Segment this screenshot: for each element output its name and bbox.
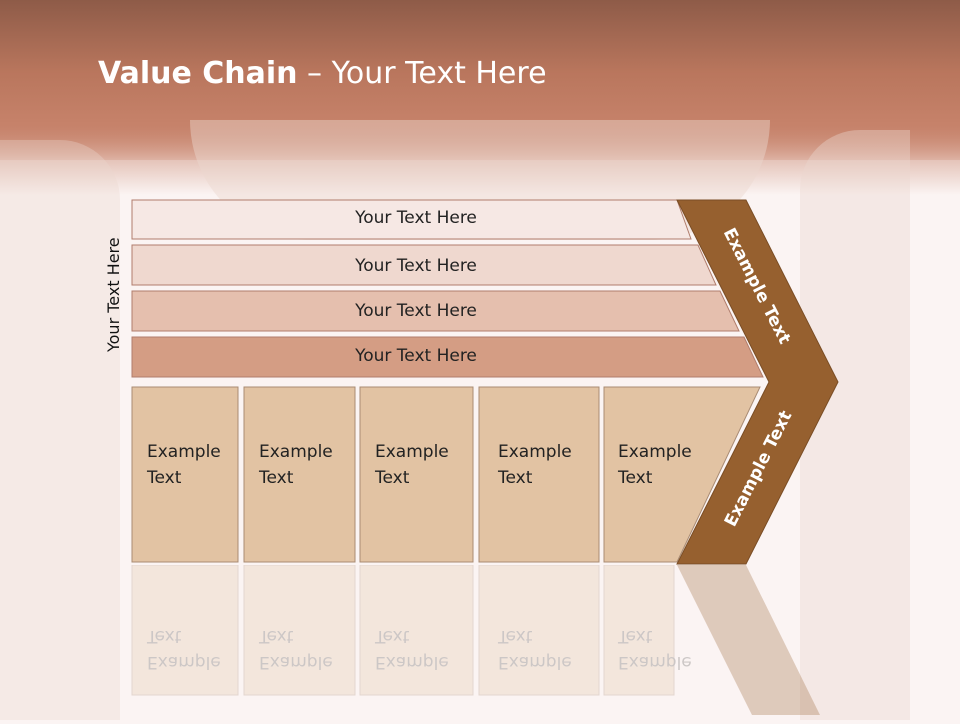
cell-4-text: Example Text [498, 439, 572, 491]
title-bold: Value Chain [98, 56, 298, 91]
cell-2-text: Example Text [259, 439, 333, 491]
bar-label-2: Your Text Here [355, 256, 477, 276]
cell-3-shape [359, 386, 474, 563]
bar-1-shape [131, 199, 692, 240]
bar-3-shape [131, 290, 740, 332]
cell-2-shape [243, 386, 356, 563]
cell-3-text: Example Text [375, 439, 449, 491]
title-rest: – Your Text Here [297, 56, 547, 91]
cell-1-line1: Example [147, 442, 221, 462]
cell-5-shape [603, 386, 761, 563]
bar-2-shape [131, 244, 717, 286]
cell-2-line1: Example [259, 442, 333, 462]
cell-3-line1: Example [375, 442, 449, 462]
chevron-shape [676, 199, 839, 565]
cell-5-line2: Text [618, 468, 653, 488]
bar-4-shape [131, 336, 764, 378]
cell-5-text: Example Text [618, 439, 692, 491]
bar-label-1: Your Text Here [355, 208, 477, 228]
cell-4-shape [478, 386, 600, 563]
bar-label-4: Your Text Here [355, 346, 477, 366]
cell-2-line2: Text [259, 468, 294, 488]
cell-1-line2: Text [147, 468, 182, 488]
cell-5-line1: Example [618, 442, 692, 462]
cell-1-shape [131, 386, 239, 563]
bar-label-3: Your Text Here [355, 301, 477, 321]
cell-4-line2: Text [498, 468, 533, 488]
cell-4-line1: Example [498, 442, 572, 462]
cell-1-text: Example Text [147, 439, 221, 491]
cell-3-line2: Text [375, 468, 410, 488]
slide-title: Value Chain – Your Text Here [98, 56, 547, 91]
